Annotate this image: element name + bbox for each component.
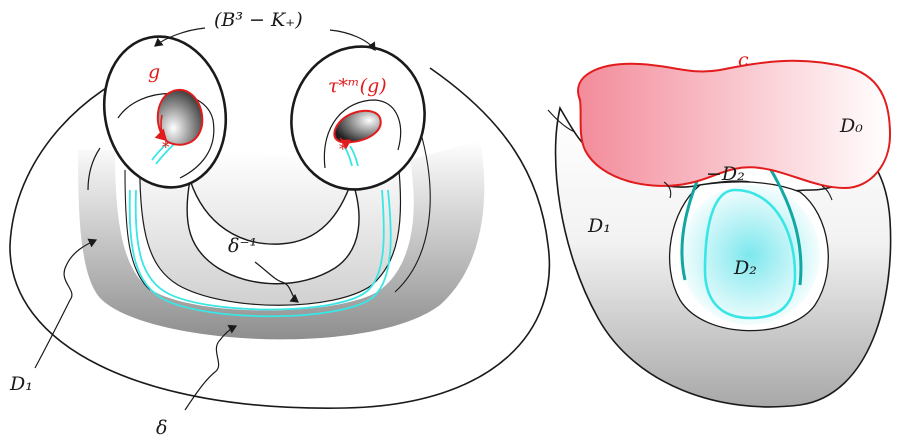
basepoint-g: * xyxy=(162,138,170,156)
surface-tick-2 xyxy=(821,185,833,201)
disk-g xyxy=(156,88,204,146)
surface-tick-1 xyxy=(663,181,672,199)
label-g: g xyxy=(148,61,160,83)
label-d1-left: D₁ xyxy=(9,373,33,395)
disk-d0 xyxy=(577,59,892,190)
surface-line-inner-left xyxy=(124,169,151,291)
label-delta: δ xyxy=(156,417,167,439)
delta-curve-inner xyxy=(134,189,385,311)
label-tau: τ*ᵐ(g) xyxy=(328,75,387,97)
right-figure: c D₀ D₁ −D₂ D₂ xyxy=(547,49,892,408)
label-c: c xyxy=(738,49,749,71)
basepoint-tau: * xyxy=(339,140,347,158)
disk-g-arrow xyxy=(154,114,168,142)
delta-curve-outer xyxy=(128,189,392,318)
minus-d2-right xyxy=(763,159,803,286)
label-d0: D₀ xyxy=(839,115,863,137)
arc-left-ball xyxy=(117,92,215,179)
disk-tau-arrow xyxy=(339,137,352,150)
left-figure: * * (B³ − K₊) g τ*ᵐ(g) δ⁻¹ δ D₁ xyxy=(9,9,551,439)
cyan-tick-left-2 xyxy=(155,143,175,165)
title-leader-right xyxy=(329,29,376,51)
title-leader-left xyxy=(154,27,206,47)
label-d1-right: D₁ xyxy=(587,215,611,237)
d1-leader-arrow xyxy=(34,238,98,369)
disk-d1-band xyxy=(78,140,485,340)
label-minus-d2: −D₂ xyxy=(706,163,745,185)
disk-d2 xyxy=(703,188,797,320)
surface-line-right xyxy=(547,109,576,133)
surface-line-inner-right xyxy=(394,129,431,293)
disk-tau xyxy=(333,109,382,144)
cyan-glow xyxy=(680,185,820,325)
label-d2: D₂ xyxy=(733,257,757,279)
label-delta-inv: δ⁻¹ xyxy=(228,235,257,257)
central-hole-outline xyxy=(186,177,360,285)
surface-line-left xyxy=(87,147,101,191)
arc-right-ball xyxy=(323,99,402,169)
delta-inv-leader-arrow xyxy=(254,261,299,303)
delta-leader-arrow xyxy=(184,324,238,411)
label-title: (B³ − K₊) xyxy=(214,9,303,31)
